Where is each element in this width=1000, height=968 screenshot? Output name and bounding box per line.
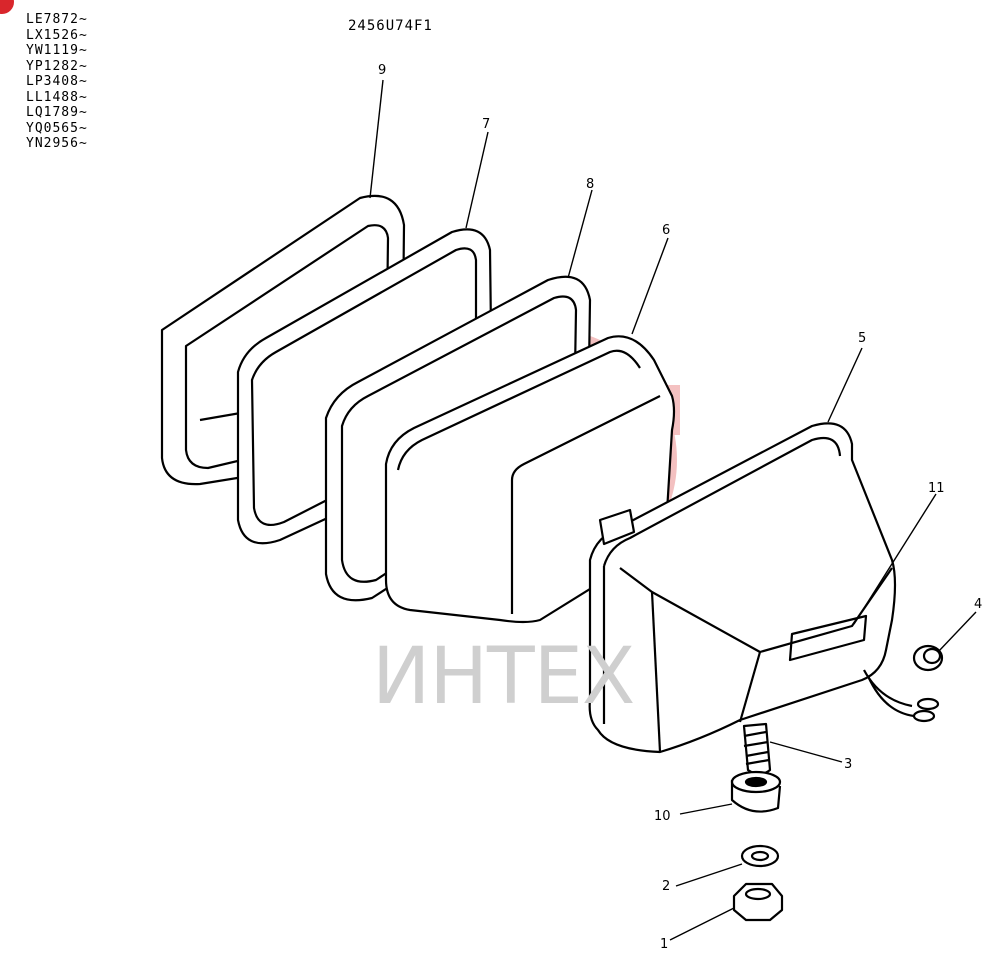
serial-range: YW1119~ bbox=[26, 43, 88, 58]
leader-lines bbox=[369, 79, 977, 941]
callout-9: 9 bbox=[378, 63, 386, 78]
drawing-code: 2456U74F1 bbox=[348, 18, 433, 34]
callout-5: 5 bbox=[858, 331, 866, 346]
part-2-washer bbox=[740, 844, 780, 868]
part-5-housing bbox=[588, 422, 897, 754]
callout-8: 8 bbox=[586, 177, 594, 192]
serial-range: YP1282~ bbox=[26, 58, 88, 74]
serial-range: LE7872~ bbox=[26, 12, 88, 27]
watermark-text: ИНТЕХ bbox=[372, 632, 635, 722]
callout-6: 6 bbox=[662, 223, 670, 238]
serial-range-list: LE7872~ LX1526~ YW1119~ YP1282~ LP3408~ … bbox=[26, 12, 88, 152]
part-3-bolt bbox=[742, 722, 772, 776]
wire-leads bbox=[863, 669, 940, 723]
serial-range: LP3408~ bbox=[26, 74, 88, 89]
callout-10: 10 bbox=[654, 809, 671, 824]
serial-range: YN2956~ bbox=[26, 136, 88, 151]
serial-range: LQ1789~ bbox=[26, 105, 88, 120]
callout-4: 4 bbox=[974, 597, 982, 612]
callout-3: 3 bbox=[844, 757, 852, 772]
callout-7: 7 bbox=[482, 117, 490, 132]
serial-range: LL1488~ bbox=[26, 89, 88, 105]
callout-1: 1 bbox=[660, 937, 668, 952]
part-10-spacer bbox=[730, 770, 782, 813]
part-4-grommet bbox=[912, 644, 944, 672]
part-1-nut bbox=[732, 882, 784, 922]
callout-2: 2 bbox=[662, 879, 670, 894]
callout-11: 11 bbox=[928, 481, 945, 496]
serial-range: YQ0565~ bbox=[26, 120, 88, 136]
serial-range: LX1526~ bbox=[26, 27, 88, 43]
